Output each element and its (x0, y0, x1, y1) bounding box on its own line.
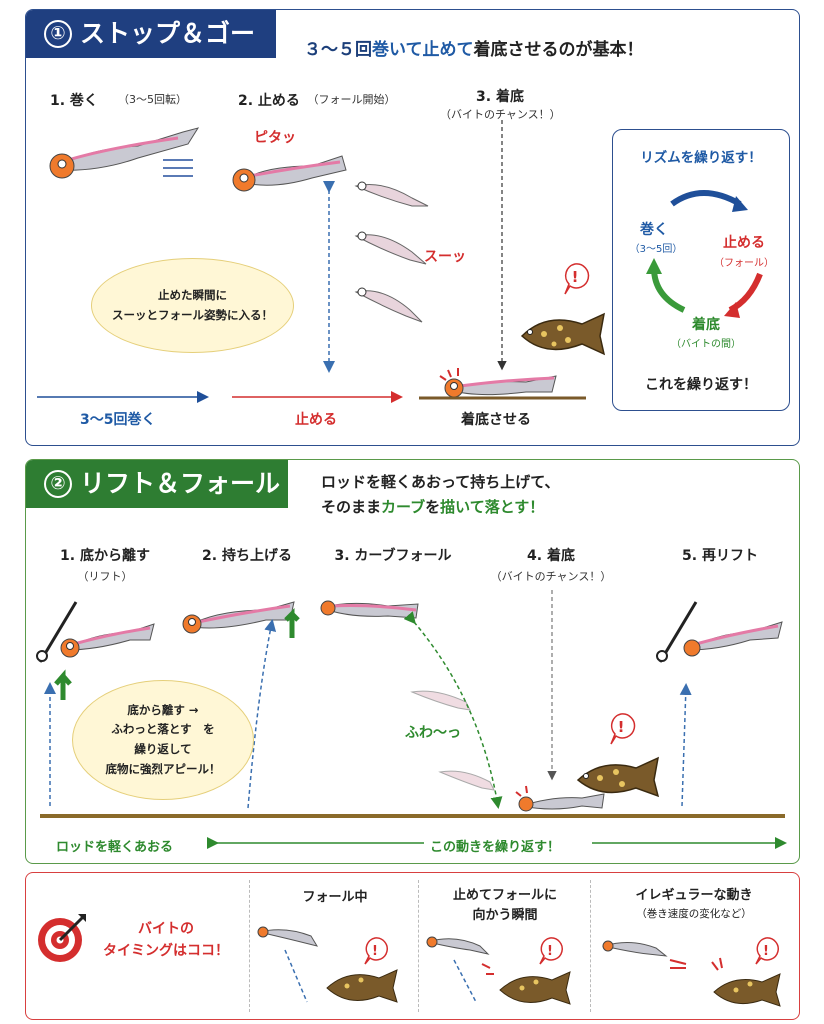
cycle-stop: 止める (723, 235, 765, 251)
timing-fall: フォール中 (302, 890, 368, 905)
lure-icon (354, 181, 429, 207)
step-bottom-sub: （バイトのチャンス！） (440, 108, 561, 121)
lead-part: を (425, 498, 441, 516)
bubble-line: 繰り返して (134, 742, 192, 756)
cycle-title: リズムを繰り返す！ (640, 150, 762, 166)
flatfish-icon (576, 756, 660, 798)
lure-icon (439, 368, 557, 398)
lure-icon (182, 601, 300, 638)
pitatsu-label: ピタッ (254, 130, 296, 146)
repeat-motion-label: この動きを繰り返す！ (430, 840, 561, 855)
divider (249, 880, 250, 1012)
step-lift-sub: （リフト） (77, 570, 133, 583)
fuwa-label: ふわ～っ (405, 725, 461, 741)
divider (418, 880, 419, 1012)
rhythm-cycle-box (612, 129, 790, 411)
lead-stop: 止めて (422, 40, 474, 60)
cycle-repeat: これを繰り返す！ (645, 377, 757, 393)
lead-part: そのまま (321, 498, 382, 516)
flatfish-icon (520, 312, 606, 356)
bubble-line: 底物に強烈アピール！ (105, 761, 221, 776)
stop-and-go-arrows (37, 120, 586, 403)
timing-irregular-illustration: ! (602, 937, 781, 1007)
timing-irregular: イレギュラーな動き (635, 888, 753, 903)
lead-draw: 描いて (440, 498, 485, 516)
bubble-line: 止めた瞬間に (158, 287, 227, 302)
stop-and-go-tab: ① ストップ＆ゴー (26, 10, 276, 58)
suu-label: スーッ (424, 249, 466, 265)
divider (590, 880, 591, 1012)
exclamation-icon: ! (610, 713, 636, 745)
lure-icon (320, 600, 419, 619)
rod-lift-label: ロッドを軽くあおる (56, 840, 174, 855)
exclamation-icon: ! (564, 263, 590, 295)
lead-reel: 巻いて (372, 40, 423, 60)
bubble-line: 底から離す → (127, 702, 199, 717)
lift-lead-line1: ロッドを軽くあおって持ち上げて、 (321, 473, 560, 491)
lead-drop: 落とす！ (484, 498, 545, 516)
step-bottom2-sub: （バイトのチャンス！） (490, 570, 612, 583)
step-stop: 2. 止める (238, 93, 300, 109)
step-raise: 2. 持ち上げる (202, 548, 292, 564)
cycle-reel: 巻く (640, 222, 668, 238)
lure-icon (354, 287, 423, 323)
lift-and-fall-arrows (40, 590, 787, 849)
svg-text:!: ! (372, 944, 378, 959)
lure-icon (515, 785, 605, 812)
stop-and-go-panel (25, 9, 800, 446)
rod-icon (656, 601, 783, 663)
rod-icon (36, 601, 155, 663)
lead-bottom: 着底させるのが基本！ (473, 40, 644, 60)
lift-and-fall-bubble: 底から離す → ふわっと落とす を 繰り返して 底物に強烈アピール！ (72, 680, 254, 800)
step-reel-sub: （3～5回転） (118, 93, 187, 106)
bubble-line: ふわっと落とす を (111, 722, 215, 737)
reel-count-label: 3～5回巻く (80, 412, 156, 428)
step-bottom: 3. 着底 (476, 89, 524, 105)
svg-text:!: ! (547, 944, 553, 959)
lure-icon (232, 155, 347, 192)
timing-stop-illustration: ! (426, 936, 571, 1005)
timing-stop-line1: 止めてフォールに (452, 888, 557, 903)
timing-irregular-sub: （巻き速度の変化など） (636, 908, 752, 920)
step-relift: 5. 再リフト (682, 548, 758, 564)
cycle-bottom: 着底 (692, 317, 720, 333)
cycle-stop-sub: （フォール） (714, 258, 774, 269)
exclamation-icon (364, 937, 388, 965)
section-number: ② (44, 470, 72, 498)
svg-text:!: ! (572, 268, 579, 286)
section-title: ストップ＆ゴー (80, 19, 256, 48)
section-title: リフト＆フォール (80, 469, 281, 498)
step-lift: 1. 底から離す (60, 548, 150, 564)
lure-icon (354, 231, 427, 265)
section-number: ① (44, 20, 72, 48)
stop-and-go-lead: ３～５回巻いて止めて着底させるのが基本！ (304, 35, 644, 60)
cycle-arrows (646, 190, 763, 318)
cycle-reel-sub: （3～5回） (629, 244, 683, 255)
step-curve-fall: 3. カーブフォール (334, 548, 452, 564)
bite-timing-line2: タイミングはココ！ (103, 943, 229, 959)
bite-timing-panel (25, 872, 800, 1020)
svg-text:!: ! (763, 944, 769, 959)
target-icon (38, 914, 86, 962)
bottom-label: 着底させる (461, 412, 531, 428)
timing-fall-illustration: ! (257, 926, 398, 1003)
lead-count: ３～５回 (304, 40, 372, 60)
step-bottom2: 4. 着底 (527, 548, 575, 564)
lead-curve: カーブ (381, 498, 426, 516)
lift-lead-line2: そのままカーブを描いて落とす！ (321, 496, 544, 517)
bubble-line: スーッとフォール姿勢に入る！ (112, 307, 273, 322)
step-reel: 1. 巻く (50, 93, 98, 109)
cycle-bottom-sub: （バイトの間） (671, 339, 741, 350)
step-stop-sub: （フォール開始） (307, 93, 396, 106)
lure-icon (49, 127, 200, 179)
bite-timing-line1: バイトの (138, 921, 194, 937)
lift-and-fall-tab: ② リフト＆フォール (26, 460, 288, 508)
stop-and-go-bubble: 止めた瞬間に スーッとフォール姿勢に入る！ (91, 258, 294, 353)
stop-label: 止める (295, 412, 337, 428)
timing-stop-line2: 向かう瞬間 (472, 908, 538, 923)
svg-text:!: ! (618, 718, 625, 736)
